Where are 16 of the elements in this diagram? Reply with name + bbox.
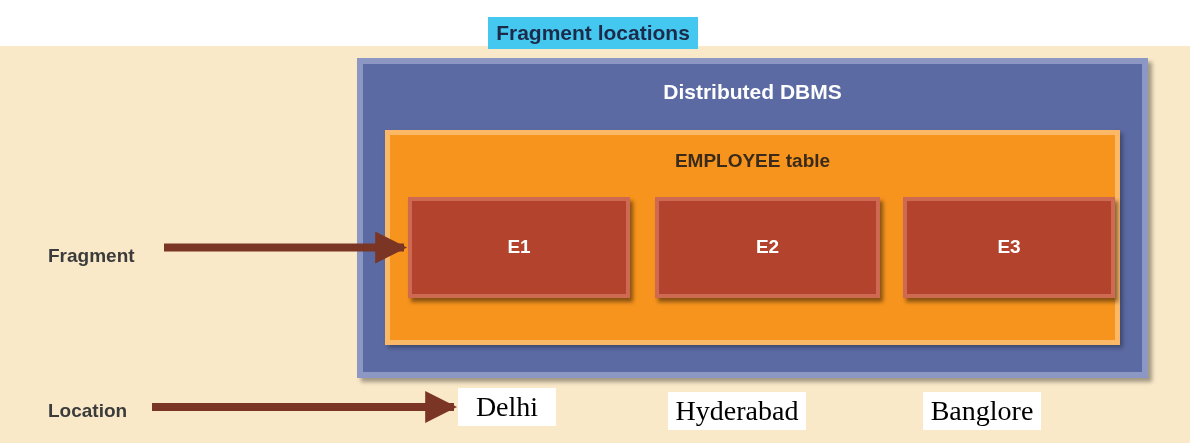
fragment-box: [408, 197, 630, 298]
side-label: Location: [48, 398, 128, 423]
location-name: Hyderabad: [675, 394, 799, 428]
box-title: E1: [507, 235, 531, 260]
table-box: [385, 130, 1120, 345]
fragment-box: [655, 197, 880, 298]
box-title: Distributed DBMS: [663, 79, 842, 105]
location-name: Delhi: [475, 390, 539, 424]
side-label: Fragment: [48, 243, 135, 268]
box-title: E2: [755, 235, 780, 260]
box-title: EMPLOYEE table: [674, 149, 831, 173]
title: Fragment locations: [488, 17, 698, 49]
location-name: Banglore: [930, 394, 1034, 428]
fragment-box: [903, 197, 1115, 298]
box-title: E3: [997, 235, 1021, 260]
dbms-box: [357, 58, 1148, 378]
